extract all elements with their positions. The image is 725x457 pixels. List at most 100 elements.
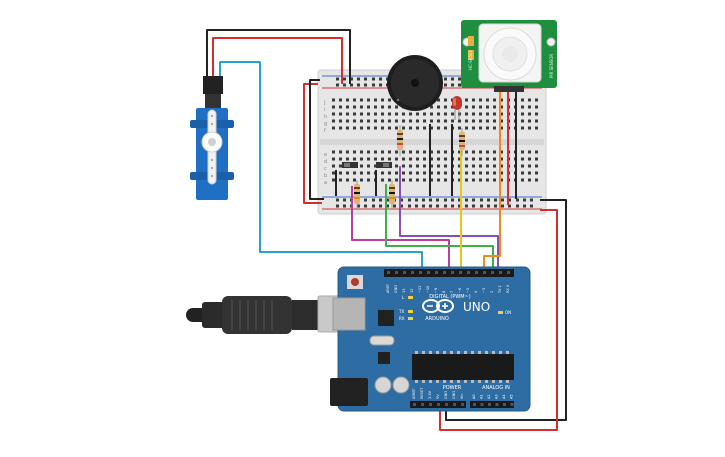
breadboard-hole[interactable] <box>402 126 405 130</box>
breadboard-hole[interactable] <box>332 119 335 123</box>
breadboard-hole[interactable] <box>465 112 468 116</box>
breadboard-hole[interactable] <box>346 171 349 175</box>
breadboard-hole[interactable] <box>395 150 398 154</box>
breadboard-hole[interactable] <box>458 164 461 168</box>
breadboard-hole[interactable] <box>437 164 440 168</box>
breadboard-hole[interactable] <box>486 164 489 168</box>
breadboard-hole[interactable] <box>360 126 363 130</box>
breadboard-hole[interactable] <box>332 126 335 130</box>
breadboard-hole[interactable] <box>423 171 426 175</box>
rail-hole[interactable] <box>494 198 497 202</box>
rail-hole[interactable] <box>458 204 461 208</box>
breadboard-hole[interactable] <box>465 157 468 161</box>
breadboard-hole[interactable] <box>472 171 475 175</box>
breadboard-hole[interactable] <box>444 150 447 154</box>
breadboard-hole[interactable] <box>395 112 398 116</box>
breadboard-hole[interactable] <box>360 164 363 168</box>
breadboard-hole[interactable] <box>402 171 405 175</box>
header-pin[interactable] <box>451 271 454 274</box>
breadboard-hole[interactable] <box>500 126 503 130</box>
breadboard-hole[interactable] <box>535 171 538 175</box>
breadboard-hole[interactable] <box>367 164 370 168</box>
breadboard-hole[interactable] <box>346 98 349 102</box>
breadboard-hole[interactable] <box>402 157 405 161</box>
breadboard-hole[interactable] <box>367 157 370 161</box>
breadboard-hole[interactable] <box>367 178 370 182</box>
breadboard-hole[interactable] <box>458 157 461 161</box>
rail-hole[interactable] <box>408 204 411 208</box>
breadboard-hole[interactable] <box>430 112 433 116</box>
header-pin[interactable] <box>427 271 430 274</box>
rail-hole[interactable] <box>451 204 454 208</box>
breadboard-hole[interactable] <box>395 171 398 175</box>
header-pin[interactable] <box>491 271 494 274</box>
header-pin[interactable] <box>443 271 446 274</box>
rail-hole[interactable] <box>523 198 526 202</box>
breadboard-hole[interactable] <box>332 150 335 154</box>
breadboard-hole[interactable] <box>346 112 349 116</box>
breadboard-hole[interactable] <box>458 178 461 182</box>
breadboard-hole[interactable] <box>535 178 538 182</box>
breadboard-hole[interactable] <box>472 164 475 168</box>
breadboard-hole[interactable] <box>493 178 496 182</box>
breadboard-hole[interactable] <box>458 171 461 175</box>
rail-hole[interactable] <box>364 77 367 81</box>
breadboard-hole[interactable] <box>521 164 524 168</box>
breadboard-hole[interactable] <box>353 112 356 116</box>
breadboard-hole[interactable] <box>528 112 531 116</box>
rail-hole[interactable] <box>379 77 382 81</box>
breadboard-hole[interactable] <box>465 164 468 168</box>
breadboard-hole[interactable] <box>360 98 363 102</box>
breadboard-hole[interactable] <box>486 105 489 109</box>
breadboard-hole[interactable] <box>346 150 349 154</box>
breadboard-hole[interactable] <box>437 119 440 123</box>
header-pin[interactable] <box>421 403 424 406</box>
rail-hole[interactable] <box>336 77 339 81</box>
header-pin[interactable] <box>495 403 499 406</box>
breadboard-hole[interactable] <box>395 105 398 109</box>
breadboard-hole[interactable] <box>388 105 391 109</box>
breadboard-hole[interactable] <box>444 119 447 123</box>
breadboard-hole[interactable] <box>493 157 496 161</box>
breadboard-hole[interactable] <box>472 105 475 109</box>
header-pin[interactable] <box>488 403 491 406</box>
rail-hole[interactable] <box>451 77 454 81</box>
resistor-led[interactable] <box>459 128 465 156</box>
breadboard-hole[interactable] <box>388 98 391 102</box>
breadboard-hole[interactable] <box>346 105 349 109</box>
breadboard-hole[interactable] <box>437 126 440 130</box>
breadboard-hole[interactable] <box>479 126 482 130</box>
breadboard-hole[interactable] <box>472 126 475 130</box>
breadboard-hole[interactable] <box>374 112 377 116</box>
breadboard-hole[interactable] <box>535 126 538 130</box>
breadboard-hole[interactable] <box>381 105 384 109</box>
breadboard-hole[interactable] <box>430 178 433 182</box>
breadboard-hole[interactable] <box>416 112 419 116</box>
breadboard-hole[interactable] <box>381 178 384 182</box>
breadboard-hole[interactable] <box>528 171 531 175</box>
breadboard-hole[interactable] <box>465 150 468 154</box>
breadboard-hole[interactable] <box>353 119 356 123</box>
rail-hole[interactable] <box>458 77 461 81</box>
rail-hole[interactable] <box>415 198 418 202</box>
breadboard-hole[interactable] <box>374 126 377 130</box>
breadboard-hole[interactable] <box>367 98 370 102</box>
rail-hole[interactable] <box>523 204 526 208</box>
rail-hole[interactable] <box>364 198 367 202</box>
rail-hole[interactable] <box>472 204 475 208</box>
rail-hole[interactable] <box>372 83 375 87</box>
breadboard-hole[interactable] <box>367 105 370 109</box>
breadboard-hole[interactable] <box>339 119 342 123</box>
rail-hole[interactable] <box>444 77 447 81</box>
breadboard-hole[interactable] <box>521 98 524 102</box>
breadboard-hole[interactable] <box>381 119 384 123</box>
breadboard-hole[interactable] <box>353 98 356 102</box>
breadboard-hole[interactable] <box>535 157 538 161</box>
header-pin[interactable] <box>467 271 470 274</box>
breadboard-hole[interactable] <box>486 126 489 130</box>
breadboard-hole[interactable] <box>493 112 496 116</box>
breadboard-hole[interactable] <box>381 171 384 175</box>
breadboard-hole[interactable] <box>528 119 531 123</box>
breadboard-hole[interactable] <box>381 157 384 161</box>
breadboard-hole[interactable] <box>381 150 384 154</box>
